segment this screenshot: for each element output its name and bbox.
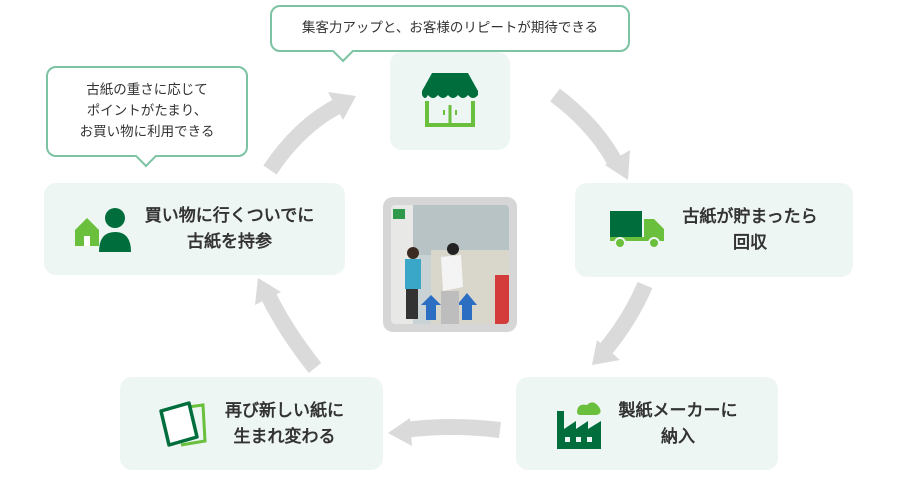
step-label: 買い物に行くついでに (144, 206, 315, 226)
customer-benefit-line: 古紙の重さに応じて (86, 82, 208, 98)
truck-icon (610, 211, 665, 249)
recycling-station-photo (383, 197, 517, 332)
step-label: 再び新しい紙に (225, 400, 344, 421)
factory-icon (556, 401, 601, 449)
store-benefit-bubble: 集客力アップと、お客様のリピートが期待できる (270, 5, 630, 63)
arrow-reborn-to-bring (260, 291, 322, 373)
customer-benefit-line: ポイントがたまり、 (86, 103, 208, 119)
step-label: 納入 (661, 426, 695, 447)
step-bring: 買い物に行くついでに古紙を持参 (44, 183, 345, 275)
customer-benefit-bubble: 古紙の重さに応じて ポイントがたまり、 お買い物に利用できる (46, 66, 248, 168)
step-store (390, 52, 510, 150)
step-label: 生まれ変わる (233, 426, 336, 447)
step-deliver: 製紙メーカーに納入 (516, 377, 778, 470)
house-person-icon (74, 208, 131, 252)
arrow-bring-to-store (263, 97, 344, 175)
customer-benefit-line: お買い物に利用できる (79, 124, 215, 140)
arrow-store-to-collect (550, 88, 623, 166)
paper-icon (159, 400, 207, 447)
step-label: 回収 (732, 233, 767, 253)
arrow-deliver-to-reborn (403, 419, 501, 438)
step-label: 古紙が貯まったら (682, 207, 818, 227)
store-icon (422, 73, 478, 127)
step-label: 製紙メーカーに (618, 400, 738, 421)
step-reborn: 再び新しい紙に生まれ変わる (120, 377, 383, 470)
step-collect: 古紙が貯まったら回収 (575, 183, 853, 277)
step-label: 古紙を持参 (187, 232, 272, 252)
store-benefit-text: 集客力アップと、お客様のリピートが期待できる (301, 20, 599, 36)
arrow-collect-to-deliver (598, 281, 653, 356)
